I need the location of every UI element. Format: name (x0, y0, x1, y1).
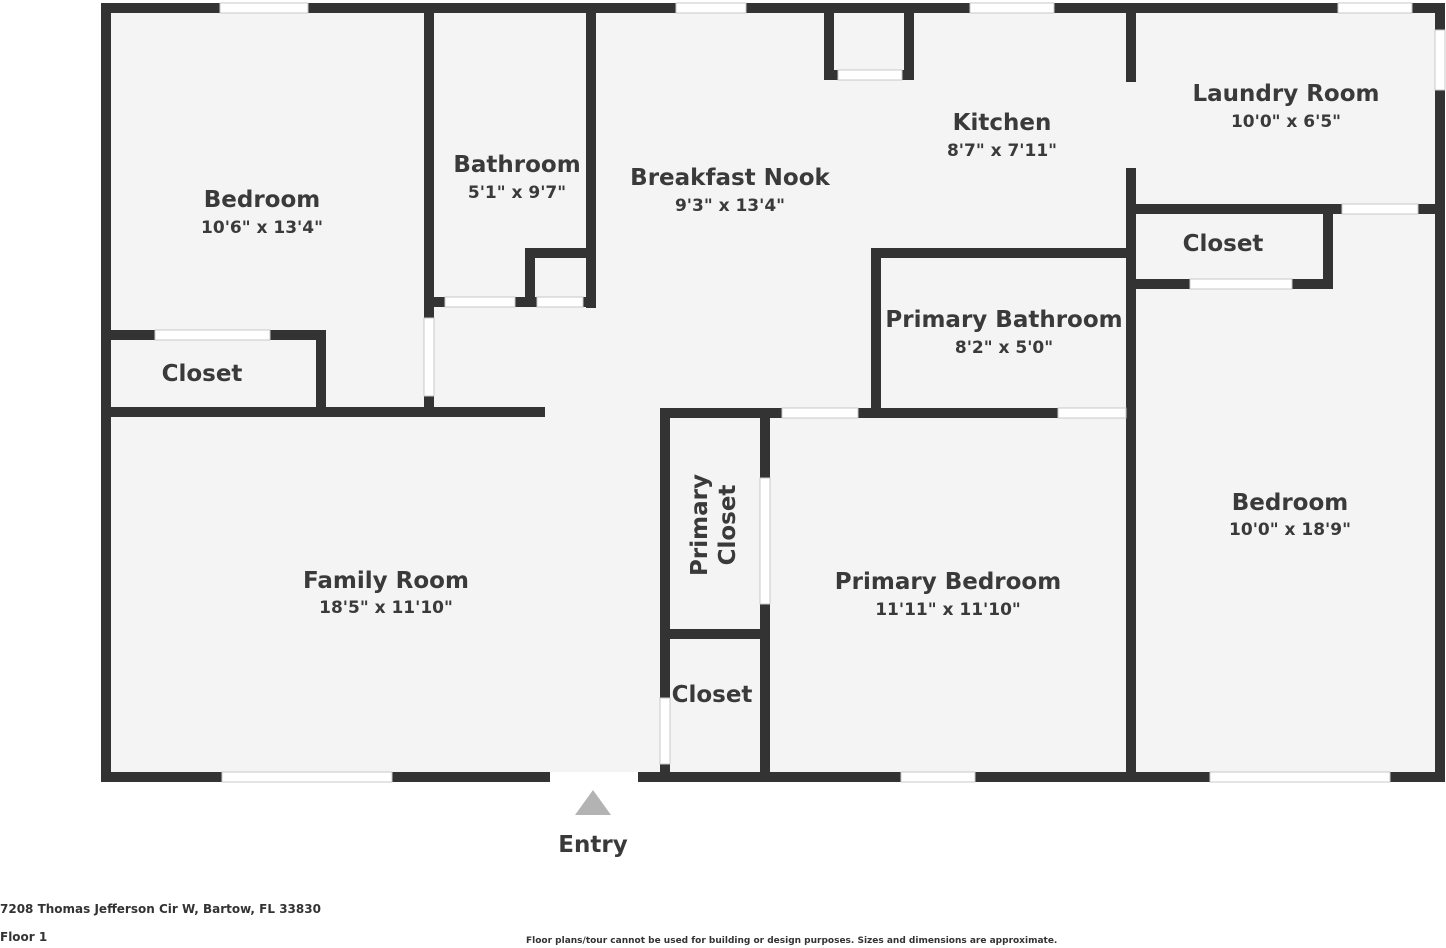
room-name-family-room: Family Room (303, 568, 469, 594)
room-name-laundry-room: Laundry Room (1192, 81, 1379, 107)
room-name-primary-bathroom: Primary Bathroom (885, 307, 1122, 333)
room-dims-primary-bedroom: 11'11" x 11'10" (875, 600, 1021, 620)
room-name-bathroom: Bathroom (453, 152, 580, 178)
room-name-breakfast-nook: Breakfast Nook (630, 165, 830, 191)
room-dims-primary-bathroom: 8'2" x 5'0" (955, 338, 1053, 358)
room-dims-bedroom-nw: 10'6" x 13'4" (201, 218, 323, 238)
room-name-primary-bedroom: Primary Bedroom (835, 569, 1061, 595)
room-name-bedroom-nw: Bedroom (204, 187, 321, 213)
property-address: 7208 Thomas Jefferson Cir W, Bartow, FL … (0, 902, 321, 916)
disclaimer: Floor plans/tour cannot be used for buil… (526, 936, 1058, 946)
room-name-closet-w: Closet (162, 361, 243, 387)
room-dims-kitchen: 8'7" x 7'11" (947, 141, 1057, 161)
room-dims-bathroom: 5'1" x 9'7" (468, 183, 566, 203)
room-name-closet-ne: Closet (1183, 231, 1264, 257)
room-dims-family-room: 18'5" x 11'10" (319, 598, 453, 618)
room-labels: Bedroom 10'6" x 13'4" Bathroom 5'1" x 9'… (162, 81, 1380, 858)
openings (154, 2, 1446, 783)
room-name-primary-closet-line1: Primary (687, 474, 713, 576)
room-dims-breakfast-nook: 9'3" x 13'4" (675, 196, 785, 216)
room-name-bedroom-e: Bedroom (1232, 490, 1349, 516)
room-dims-bedroom-e: 10'0" x 18'9" (1229, 520, 1351, 540)
room-dims-laundry-room: 10'0" x 6'5" (1231, 112, 1341, 132)
room-name-closet-s: Closet (672, 682, 753, 708)
room-name-primary-closet-line2: Closet (715, 485, 741, 566)
entry-arrow-icon (575, 790, 611, 815)
room-name-kitchen: Kitchen (953, 110, 1052, 136)
entry-label: Entry (558, 832, 627, 858)
floor-label: Floor 1 (0, 930, 48, 944)
